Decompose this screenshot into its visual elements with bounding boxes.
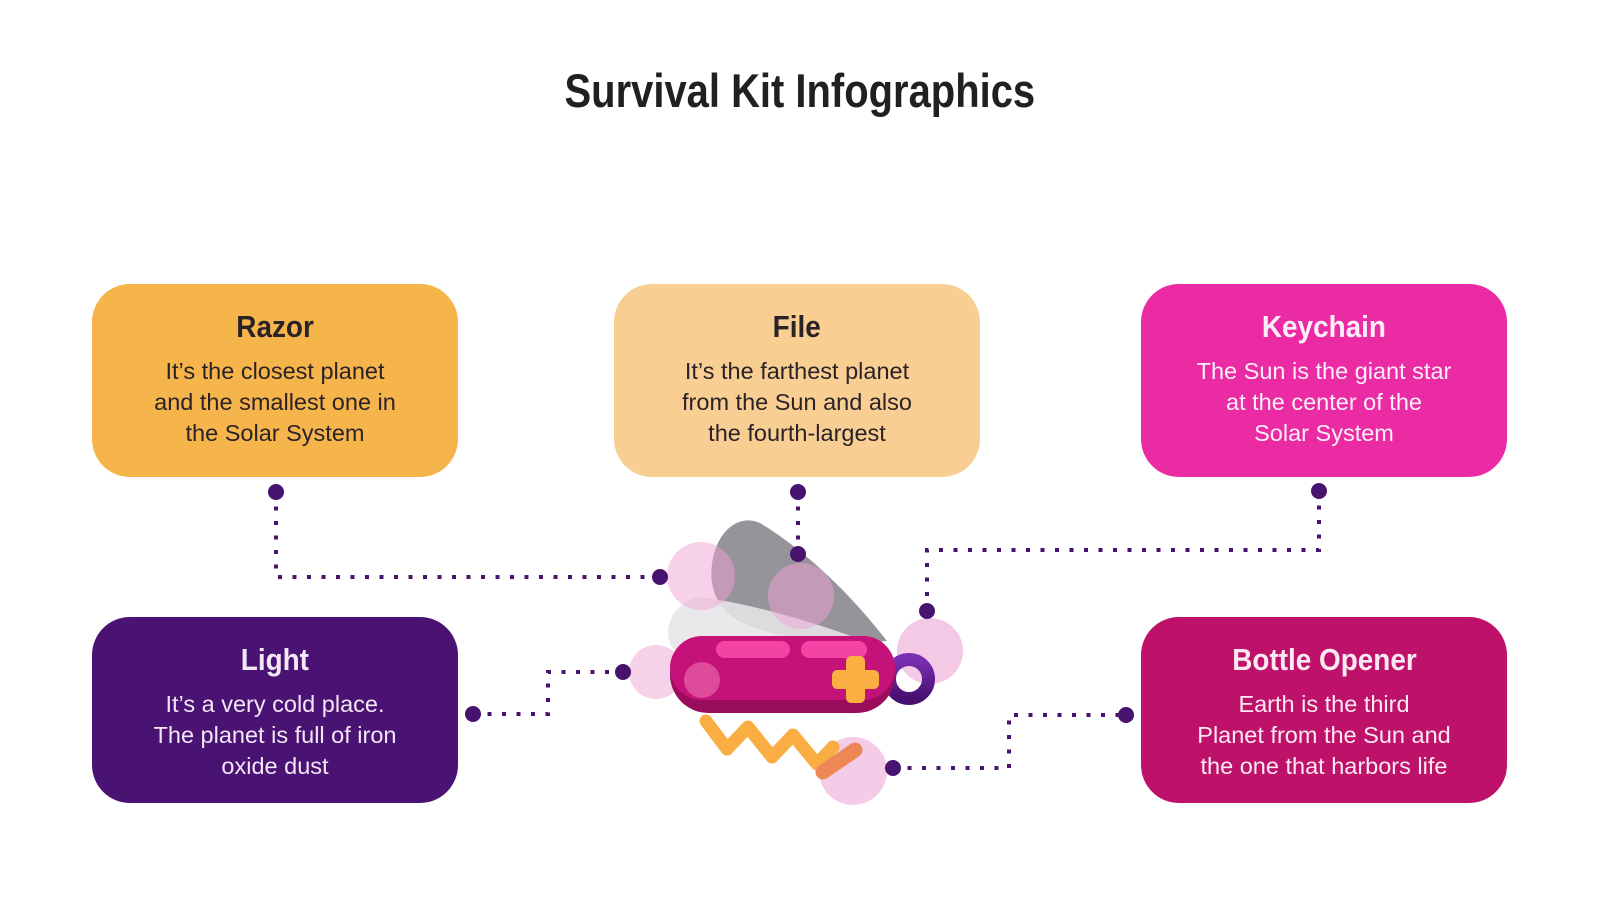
corkscrew-icon (699, 714, 840, 771)
card-bottle-opener-title-text: Bottle Opener (1231, 642, 1417, 677)
keyring-icon (883, 653, 935, 705)
connector-light (473, 670, 623, 716)
knife-slot-left (716, 641, 790, 658)
card-file-title: File (614, 309, 980, 344)
card-razor: Razor It’s the closest planet and the sm… (92, 284, 458, 477)
card-razor-description: It’s the closest planet and the smallest… (154, 358, 396, 447)
page-title: Survival Kit Infographics (0, 64, 1600, 118)
card-file: File It’s the farthest planet from the S… (614, 284, 980, 477)
card-light-title-text: Light (240, 642, 310, 677)
bubble-on-blade (768, 563, 834, 629)
connector-keychain (925, 491, 1321, 611)
card-file-description: It’s the farthest planet from the Sun an… (682, 358, 912, 447)
card-razor-title-text: Razor (236, 309, 314, 344)
card-razor-title: Razor (92, 309, 458, 344)
card-file-title-text: File (772, 309, 822, 344)
knife-body (670, 636, 895, 700)
card-bottle-opener: Bottle Opener Earth is the third Planet … (1141, 617, 1507, 803)
connector-razor (274, 492, 660, 579)
knife-body-shadow (670, 636, 895, 713)
card-light: Light It’s a very cold place. The planet… (92, 617, 458, 803)
card-bottle-opener-title: Bottle Opener (1141, 642, 1507, 677)
swiss-cross-icon (832, 656, 879, 703)
card-bottle-opener-description: Earth is the third Planet from the Sun a… (1197, 691, 1451, 780)
knife-blade-small-icon (667, 597, 883, 669)
knife-slot-right (801, 641, 867, 658)
bubble-right (897, 618, 963, 684)
bubble-top-left (667, 542, 735, 610)
knife-blade-large-icon (711, 520, 887, 643)
card-light-description: It’s a very cold place. The planet is fu… (153, 691, 397, 780)
connector-bottle-opener (893, 713, 1126, 770)
page-title-text: Survival Kit Infographics (564, 64, 1036, 117)
card-light-title: Light (92, 642, 458, 677)
knife-body-highlight (684, 662, 720, 698)
card-keychain-title: Keychain (1141, 309, 1507, 344)
bubble-bottom (819, 737, 887, 805)
card-keychain-title-text: Keychain (1261, 309, 1387, 344)
bubble-left (629, 645, 683, 699)
corkscrew-tip-icon (815, 742, 863, 780)
card-keychain: Keychain The Sun is the giant star at th… (1141, 284, 1507, 477)
card-keychain-description: The Sun is the giant star at the center … (1196, 358, 1452, 447)
